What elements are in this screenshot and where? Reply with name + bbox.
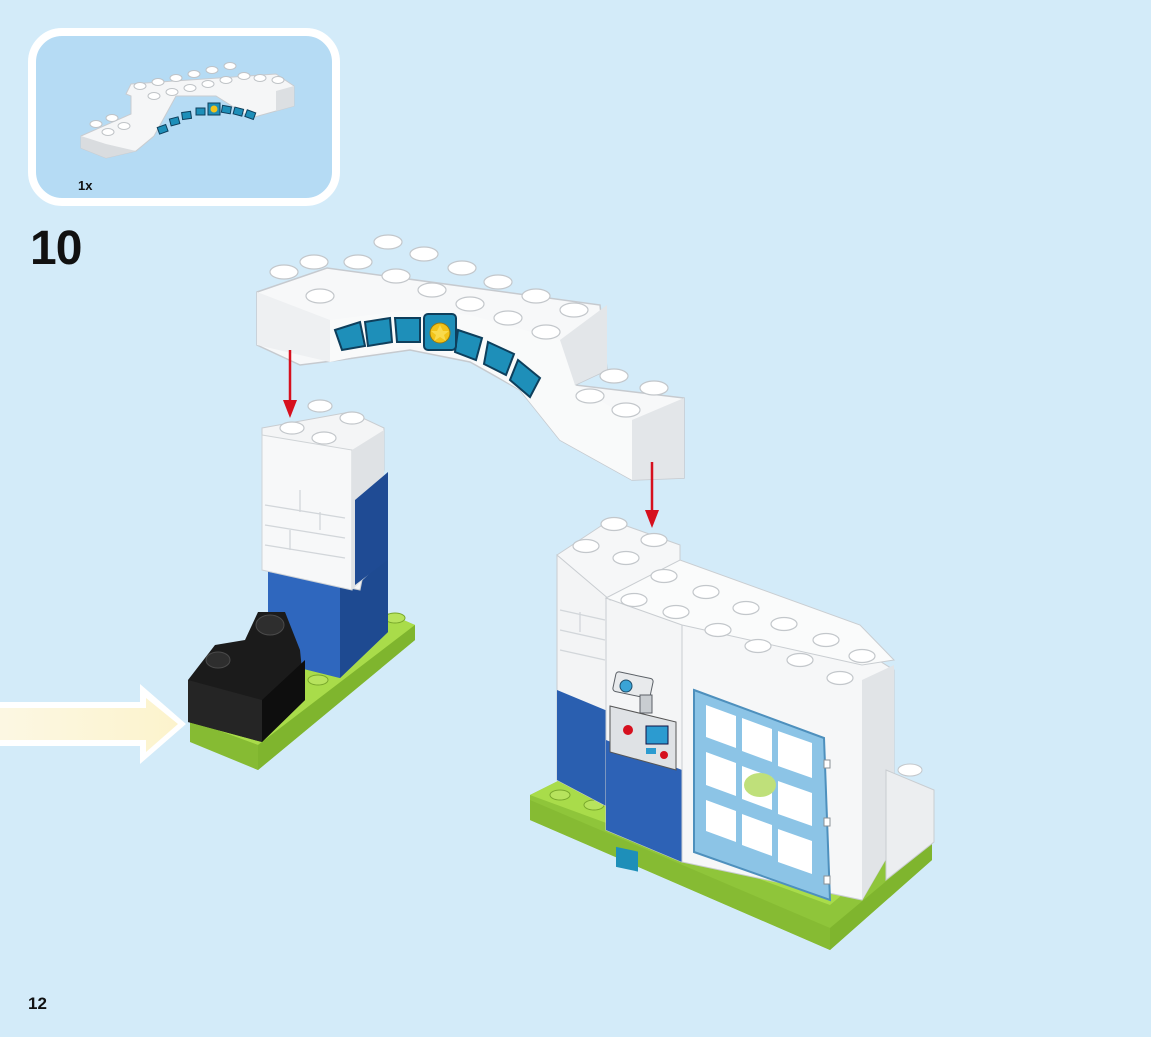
page-number: 12	[28, 994, 47, 1014]
right-building-assembly	[530, 518, 934, 951]
police-badge-sticker-icon	[424, 314, 456, 350]
left-pillar-assembly	[188, 400, 415, 770]
flow-arrow-right-icon	[0, 684, 186, 764]
